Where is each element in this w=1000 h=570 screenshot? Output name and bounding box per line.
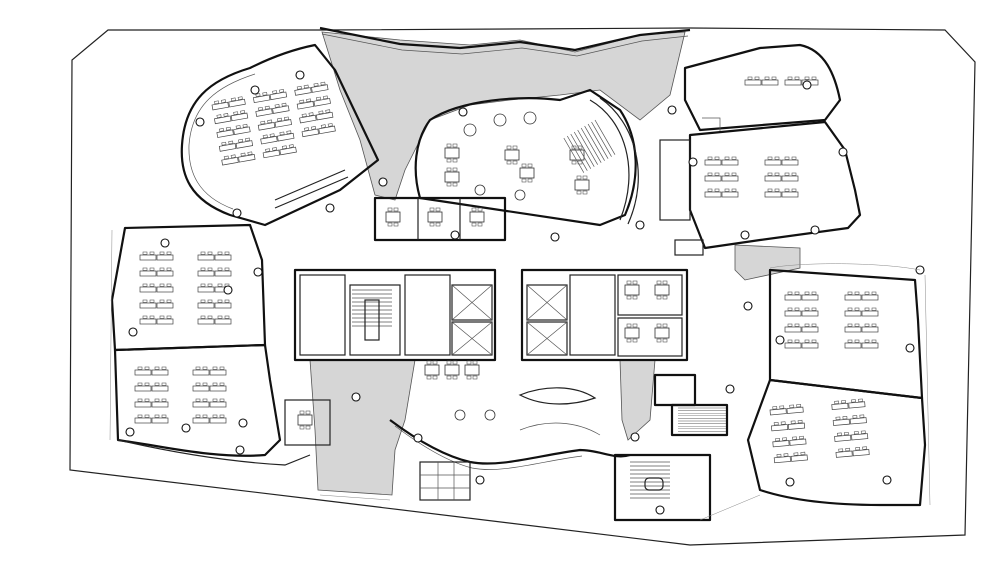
study-rooms-north	[373, 196, 507, 242]
classroom-west-lower	[113, 343, 331, 466]
central-lounge	[414, 88, 639, 227]
north-facade	[319, 26, 691, 52]
classroom-east-lower	[746, 268, 927, 507]
site-boundary	[69, 27, 976, 546]
feature-stair	[613, 373, 729, 522]
core-west	[293, 268, 497, 362]
classroom-east-middle	[659, 120, 862, 256]
core-east	[520, 268, 689, 362]
classroom-northeast	[683, 43, 842, 132]
facade-hairlines	[109, 229, 931, 521]
structural-columns	[125, 70, 925, 515]
classroom-northwest	[180, 43, 380, 227]
south-cafe	[389, 360, 631, 501]
shaded-voids	[309, 31, 801, 496]
